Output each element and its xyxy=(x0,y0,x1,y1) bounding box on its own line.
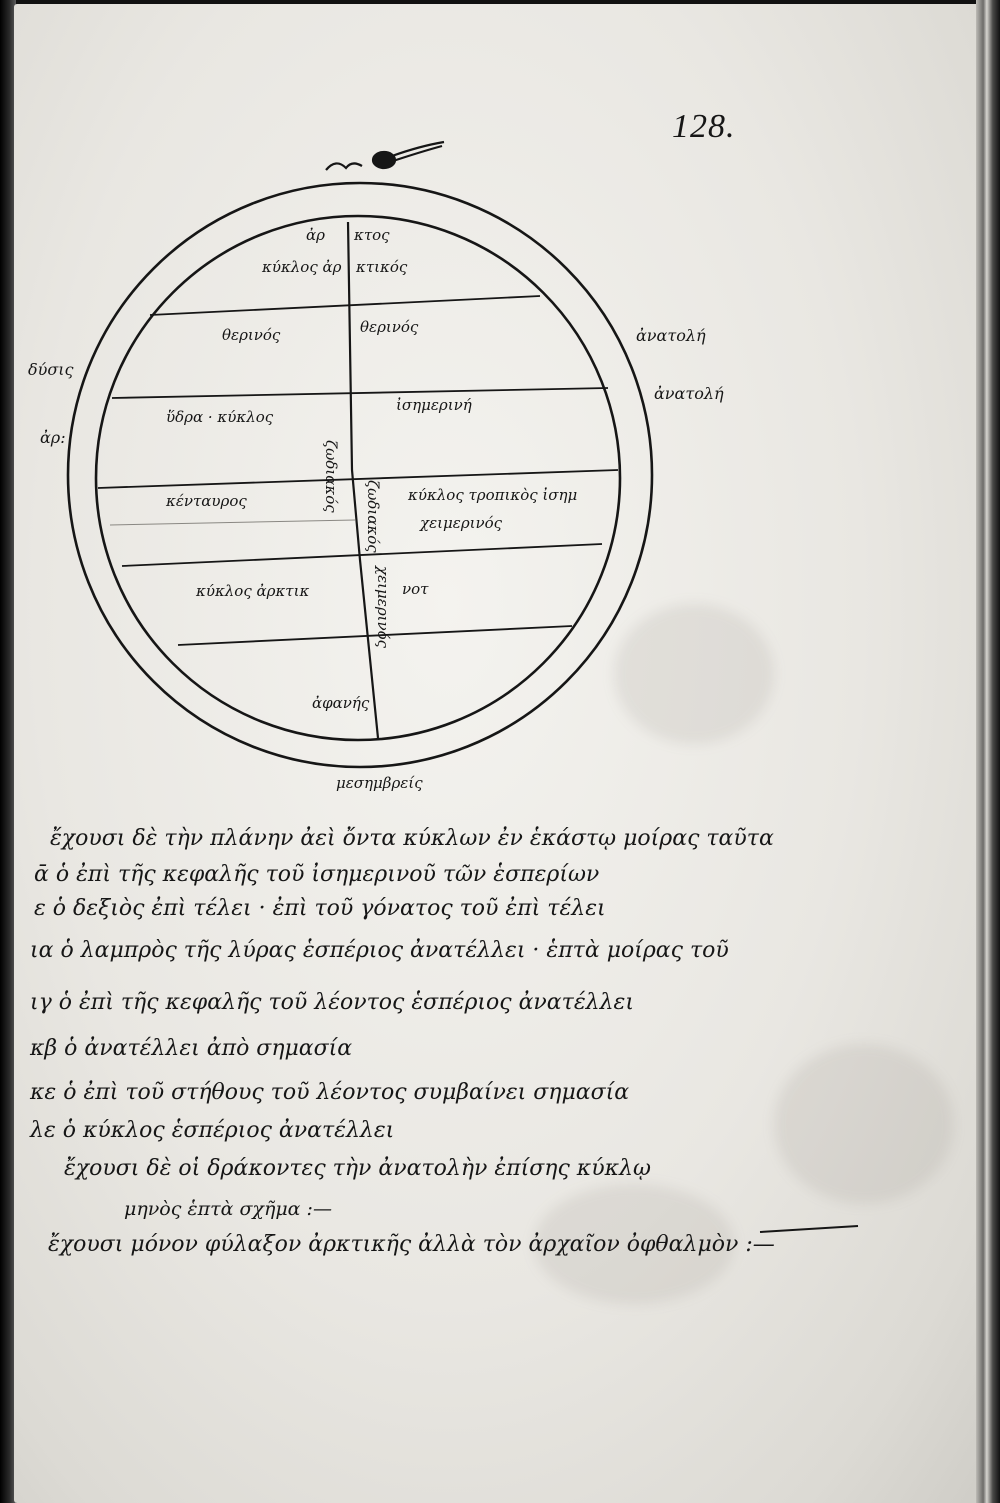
zone-label-left: ὕδρα · κύκλος xyxy=(166,408,274,426)
left-margin-mark: δύσις xyxy=(28,360,74,379)
text-line: ε ὁ δεξιὸς ἐπὶ τέλει · ἐπὶ τοῦ γόνατος τ… xyxy=(34,896,606,921)
text-line: ιγ ὁ ἐπὶ τῆς κεφαλῆς τοῦ λέοντος ἑσπέριο… xyxy=(30,990,634,1015)
zone-line-faint xyxy=(109,519,356,526)
zone-label-right: χειμερινός xyxy=(420,514,503,532)
text-line: ἔχουσι δὲ τὴν πλάνην ἀεὶ ὄντα κύκλων ἐν … xyxy=(50,826,774,851)
zone-line xyxy=(177,625,573,646)
zone-label-right: νοτ xyxy=(402,580,429,598)
manuscript-page xyxy=(14,4,980,1503)
page-edge-right xyxy=(976,0,1000,1503)
right-margin-mark: ἀνατολή xyxy=(636,326,706,345)
zone-label-right: θερινός xyxy=(360,318,419,336)
zone-label-right: κτος xyxy=(354,226,390,244)
zone-label-left: ἀρ xyxy=(306,226,325,244)
outer-circle xyxy=(66,181,654,769)
bottom-label: μεσημβρείς xyxy=(336,774,423,792)
inner-circle xyxy=(94,214,622,742)
paper-stain xyxy=(614,604,774,744)
meridian-line xyxy=(346,221,380,739)
zone-label-left: κύκλος ἀρ xyxy=(262,258,342,276)
text-line: ᾱ ὁ ἐπὶ τῆς κεφαλῆς τοῦ ἰσημερινοῦ τῶν ἑ… xyxy=(34,862,600,887)
text-line: ἔχουσι μόνον φύλαξον ἀρκτικῆς ἀλλὰ τὸν ἀ… xyxy=(48,1232,775,1257)
zone-label-left: κένταυρος xyxy=(166,492,247,510)
left-margin-mark: ἀρ: xyxy=(40,428,66,447)
text-line: μηνὸς ἑπτὰ σχῆμα :— xyxy=(124,1198,332,1220)
zone-label-left: θερινός xyxy=(222,326,281,344)
text-line: ια ὁ λαμπρὸς τῆς λύρας ἑσπέριος ἀνατέλλε… xyxy=(30,938,729,963)
zone-line xyxy=(97,469,619,489)
zone-label-left: κύκλος ἀρκτικ xyxy=(196,582,310,600)
paper-stain xyxy=(534,1184,734,1304)
zone-label-right: κτικός xyxy=(356,258,408,276)
comet-icon xyxy=(325,140,445,171)
zone-line xyxy=(121,543,603,567)
zone-label-right: κύκλος τροπικὸς ἰσημ xyxy=(408,486,578,504)
binding-edge-left xyxy=(0,0,16,1503)
zone-line xyxy=(111,387,609,399)
text-line: κε ὁ ἐπὶ τοῦ στήθους τοῦ λέοντος συμβαίν… xyxy=(30,1080,630,1105)
text-line: ἔχουσι δὲ οἱ δράκοντες τὴν ἀνατολὴν ἐπίσ… xyxy=(64,1156,651,1181)
zone-line xyxy=(149,295,541,316)
text-line: λε ὁ κύκλος ἑσπέριος ἀνατέλλει xyxy=(30,1118,395,1143)
zone-label-right: ἰσημερινή xyxy=(396,396,472,414)
folio-number: 128. xyxy=(672,108,736,145)
right-margin-mark: ἀνατολή xyxy=(654,384,724,403)
inner-bottom-label: ἀφανής xyxy=(312,694,370,712)
paper-stain xyxy=(774,1044,954,1204)
text-line: κβ ὁ ἀνατέλλει ἀπὸ σημασία xyxy=(30,1036,353,1061)
